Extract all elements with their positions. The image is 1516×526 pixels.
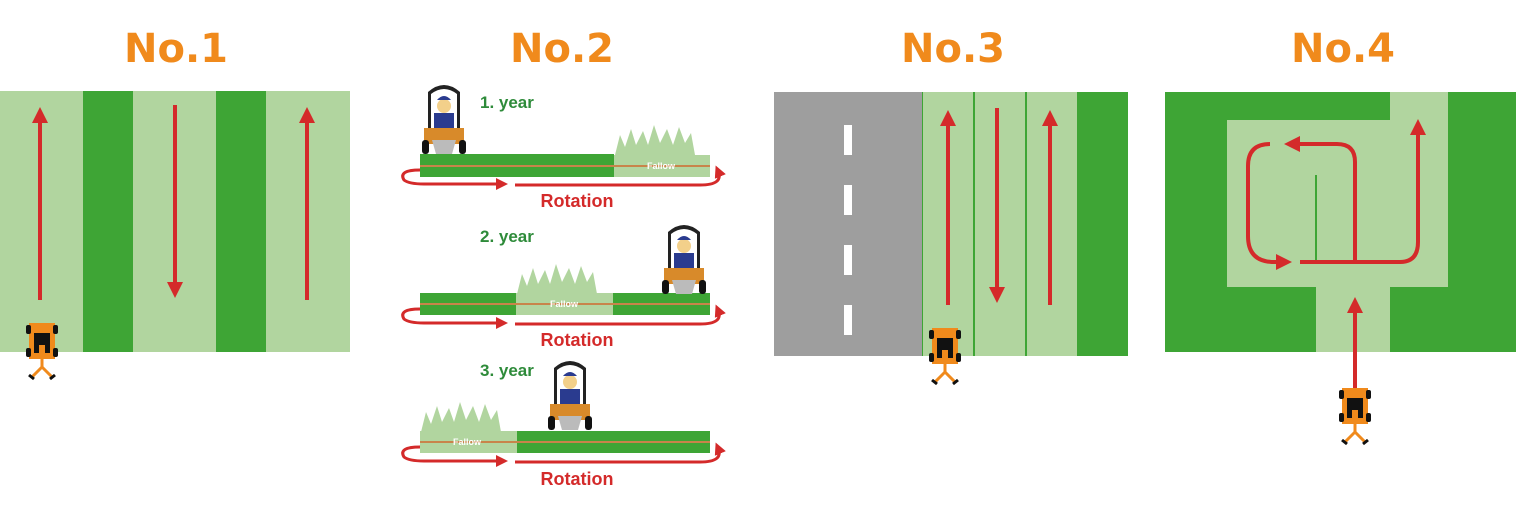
rotation-label: Rotation xyxy=(541,469,614,489)
rider-mower-icon xyxy=(548,361,592,430)
rotation-label: Rotation xyxy=(541,191,614,211)
rotation-row-1: Fallow 1. year Rotation xyxy=(401,85,726,211)
title-no4: No.4 xyxy=(1291,26,1395,72)
title-no2: No.2 xyxy=(510,26,614,72)
mower-icon xyxy=(24,321,60,381)
pattern-no2-rotation: Fallow 1. year Rotation Fallow 2. year R… xyxy=(401,85,726,489)
mower-icon xyxy=(927,326,963,386)
rotation-row-2: Fallow 2. year Rotation xyxy=(401,225,726,350)
year-label: 2. year xyxy=(480,227,534,246)
fallow-label: Fallow xyxy=(550,299,579,309)
fallow-label: Fallow xyxy=(453,437,482,447)
rider-mower-icon xyxy=(662,225,706,294)
rider-mower-icon xyxy=(422,85,466,154)
title-no1: No.1 xyxy=(124,26,228,72)
rotation-label: Rotation xyxy=(541,330,614,350)
fallow-label: Fallow xyxy=(647,161,676,171)
title-no3: No.3 xyxy=(901,26,1005,72)
mower-icon xyxy=(1337,386,1373,446)
rotation-row-3: Fallow 3. year Rotation xyxy=(401,361,726,489)
pattern-no1-stripes xyxy=(0,91,350,381)
year-label: 3. year xyxy=(480,361,534,380)
pattern-no4-spiral xyxy=(1165,92,1516,446)
pattern-no3-roadside xyxy=(774,92,1128,386)
year-label: 1. year xyxy=(480,93,534,112)
